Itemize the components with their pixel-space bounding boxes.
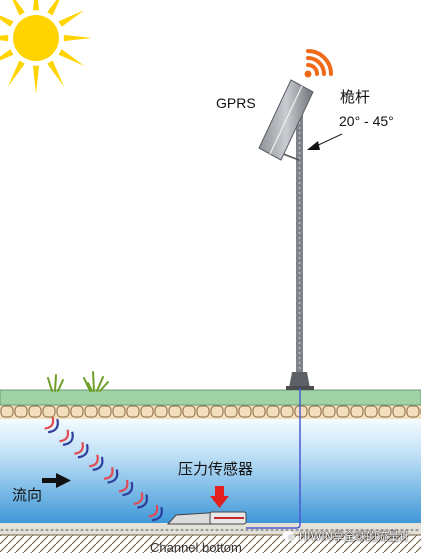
pressure-sensor-label: 压力传感器 bbox=[178, 460, 254, 478]
grass-icon bbox=[47, 371, 109, 392]
wireless-signal-icon bbox=[304, 49, 333, 78]
ultrasonic-waves bbox=[44, 416, 163, 522]
soil-layer bbox=[0, 404, 421, 419]
watermark-text: HIWIN享全球的流量计 bbox=[299, 530, 410, 543]
channel-bottom bbox=[0, 523, 421, 553]
pressure-sensor bbox=[166, 511, 247, 525]
ground-surface bbox=[0, 389, 421, 406]
channel-bottom-label: Channel bottom bbox=[150, 540, 242, 553]
pole-label: 桅杆 bbox=[340, 88, 371, 106]
chat-icon bbox=[282, 531, 296, 541]
angle-pointer bbox=[307, 133, 343, 150]
down-arrow-icon bbox=[210, 486, 229, 508]
flow-arrow-icon bbox=[42, 473, 71, 488]
watermark: HIWIN享全球的流量计 bbox=[282, 528, 410, 544]
sun-icon bbox=[0, 0, 92, 94]
water-body bbox=[0, 419, 421, 523]
tilt-angle-label: 20° - 45° bbox=[339, 113, 394, 129]
gprs-label: GPRS bbox=[216, 95, 256, 111]
solar-panel bbox=[258, 79, 314, 161]
flow-direction-label: 流向 bbox=[12, 486, 43, 504]
cable bbox=[246, 388, 301, 529]
